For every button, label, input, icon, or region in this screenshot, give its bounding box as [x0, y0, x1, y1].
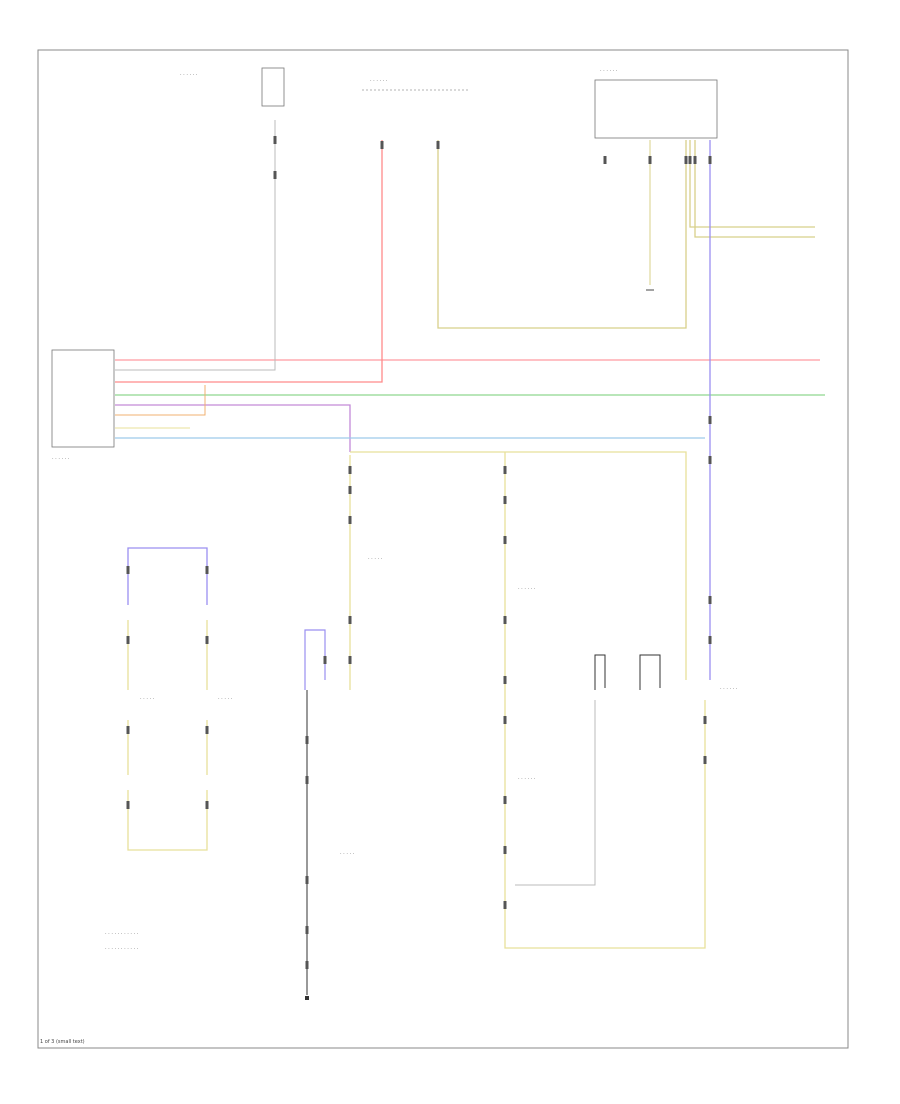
connector-pin — [348, 486, 352, 494]
wire-violet-center-loop — [304, 629, 326, 690]
connector-pin — [126, 566, 130, 574]
connector-pin — [708, 636, 712, 644]
connector-pin — [126, 801, 130, 809]
bcm-label: · · · · · · — [52, 456, 70, 462]
wire-purple-bus — [115, 404, 351, 452]
wire-gray-right-stack — [515, 700, 596, 886]
connector-pin — [436, 141, 440, 149]
wire-yellow-relay-out1 — [689, 140, 815, 228]
connector-pin — [708, 596, 712, 604]
connector-pin — [348, 466, 352, 474]
connector-pin — [205, 801, 209, 809]
right-stack-bottom-label: · · · · · · — [518, 776, 536, 782]
connector-pin — [305, 776, 309, 784]
connector-pin — [708, 156, 712, 164]
center-lower-label: · · · · · — [340, 851, 355, 857]
right-device-label: · · · · · · — [720, 686, 738, 692]
wire-red-fuse — [115, 140, 383, 383]
top-component-label: · · · · · · — [180, 72, 198, 78]
connector-pin — [503, 846, 507, 854]
connector-pin — [305, 736, 309, 744]
connector-pin — [684, 156, 688, 164]
connector-pin — [703, 756, 707, 764]
connector-pin — [126, 636, 130, 644]
wire-violet-left-top — [127, 547, 208, 605]
relay-box-label: · · · · · · — [600, 68, 618, 74]
connector-pin — [348, 656, 352, 664]
connector-pin — [126, 726, 130, 734]
left-block-label-b: · · · · · — [218, 696, 233, 702]
connector-pin — [323, 656, 327, 664]
ground-symbol-center — [305, 996, 309, 1000]
wire-gray-bus — [115, 120, 276, 371]
wire-yellow-left-bottom — [127, 790, 208, 851]
connector-pin — [205, 566, 209, 574]
notes-line-2: · · · · · · · · · · · — [105, 946, 139, 952]
wire-black-right-a — [594, 654, 606, 690]
connector-pin — [603, 156, 607, 164]
diagram-frame — [37, 49, 849, 1049]
connector-pin — [708, 456, 712, 464]
bcm-box — [51, 349, 115, 448]
figure-code: 1 of 3 (small text) — [40, 1039, 85, 1045]
wire-yellow-fuse-relay — [437, 140, 687, 329]
wire-yellow-right-stack — [504, 452, 706, 949]
connector-pin — [693, 156, 697, 164]
connector-pin — [503, 616, 507, 624]
connector-pin — [503, 716, 507, 724]
connectors — [126, 136, 712, 969]
wire-yellow-top-right — [350, 451, 687, 680]
connector-pin — [305, 926, 309, 934]
connector-pin — [503, 901, 507, 909]
connector-pin — [380, 141, 384, 149]
right-stack-top-label: · · · · · · — [518, 586, 536, 592]
connector-pin — [503, 676, 507, 684]
wire-orange-loop — [115, 385, 206, 416]
components: · · · · · · · · · · · · · · · · · · · · … — [40, 67, 738, 1045]
wire-black-right-b — [639, 654, 661, 690]
wires — [115, 120, 825, 995]
connector-pin — [648, 156, 652, 164]
connector-pin — [503, 466, 507, 474]
connector-pin — [205, 726, 209, 734]
connector-pin — [273, 171, 277, 179]
connector-pin — [503, 796, 507, 804]
connector-pin — [348, 516, 352, 524]
connector-pin — [503, 536, 507, 544]
top-sensor-box — [261, 67, 285, 107]
connector-pin — [205, 636, 209, 644]
connector-pin — [305, 876, 309, 884]
center-connector-label: · · · · · — [368, 556, 383, 562]
notes-line-1: · · · · · · · · · · · — [105, 931, 139, 937]
connector-pin — [503, 496, 507, 504]
connector-pin — [273, 136, 277, 144]
connector-pin — [688, 156, 692, 164]
fuse-block-label: · · · · · · — [370, 78, 388, 84]
left-block-label-a: · · · · · — [140, 696, 155, 702]
connector-pin — [703, 716, 707, 724]
connector-pin — [708, 416, 712, 424]
relay-box — [594, 79, 718, 139]
connector-pin — [305, 961, 309, 969]
connector-pin — [348, 616, 352, 624]
wire-yellow-relay-out2 — [694, 140, 815, 238]
